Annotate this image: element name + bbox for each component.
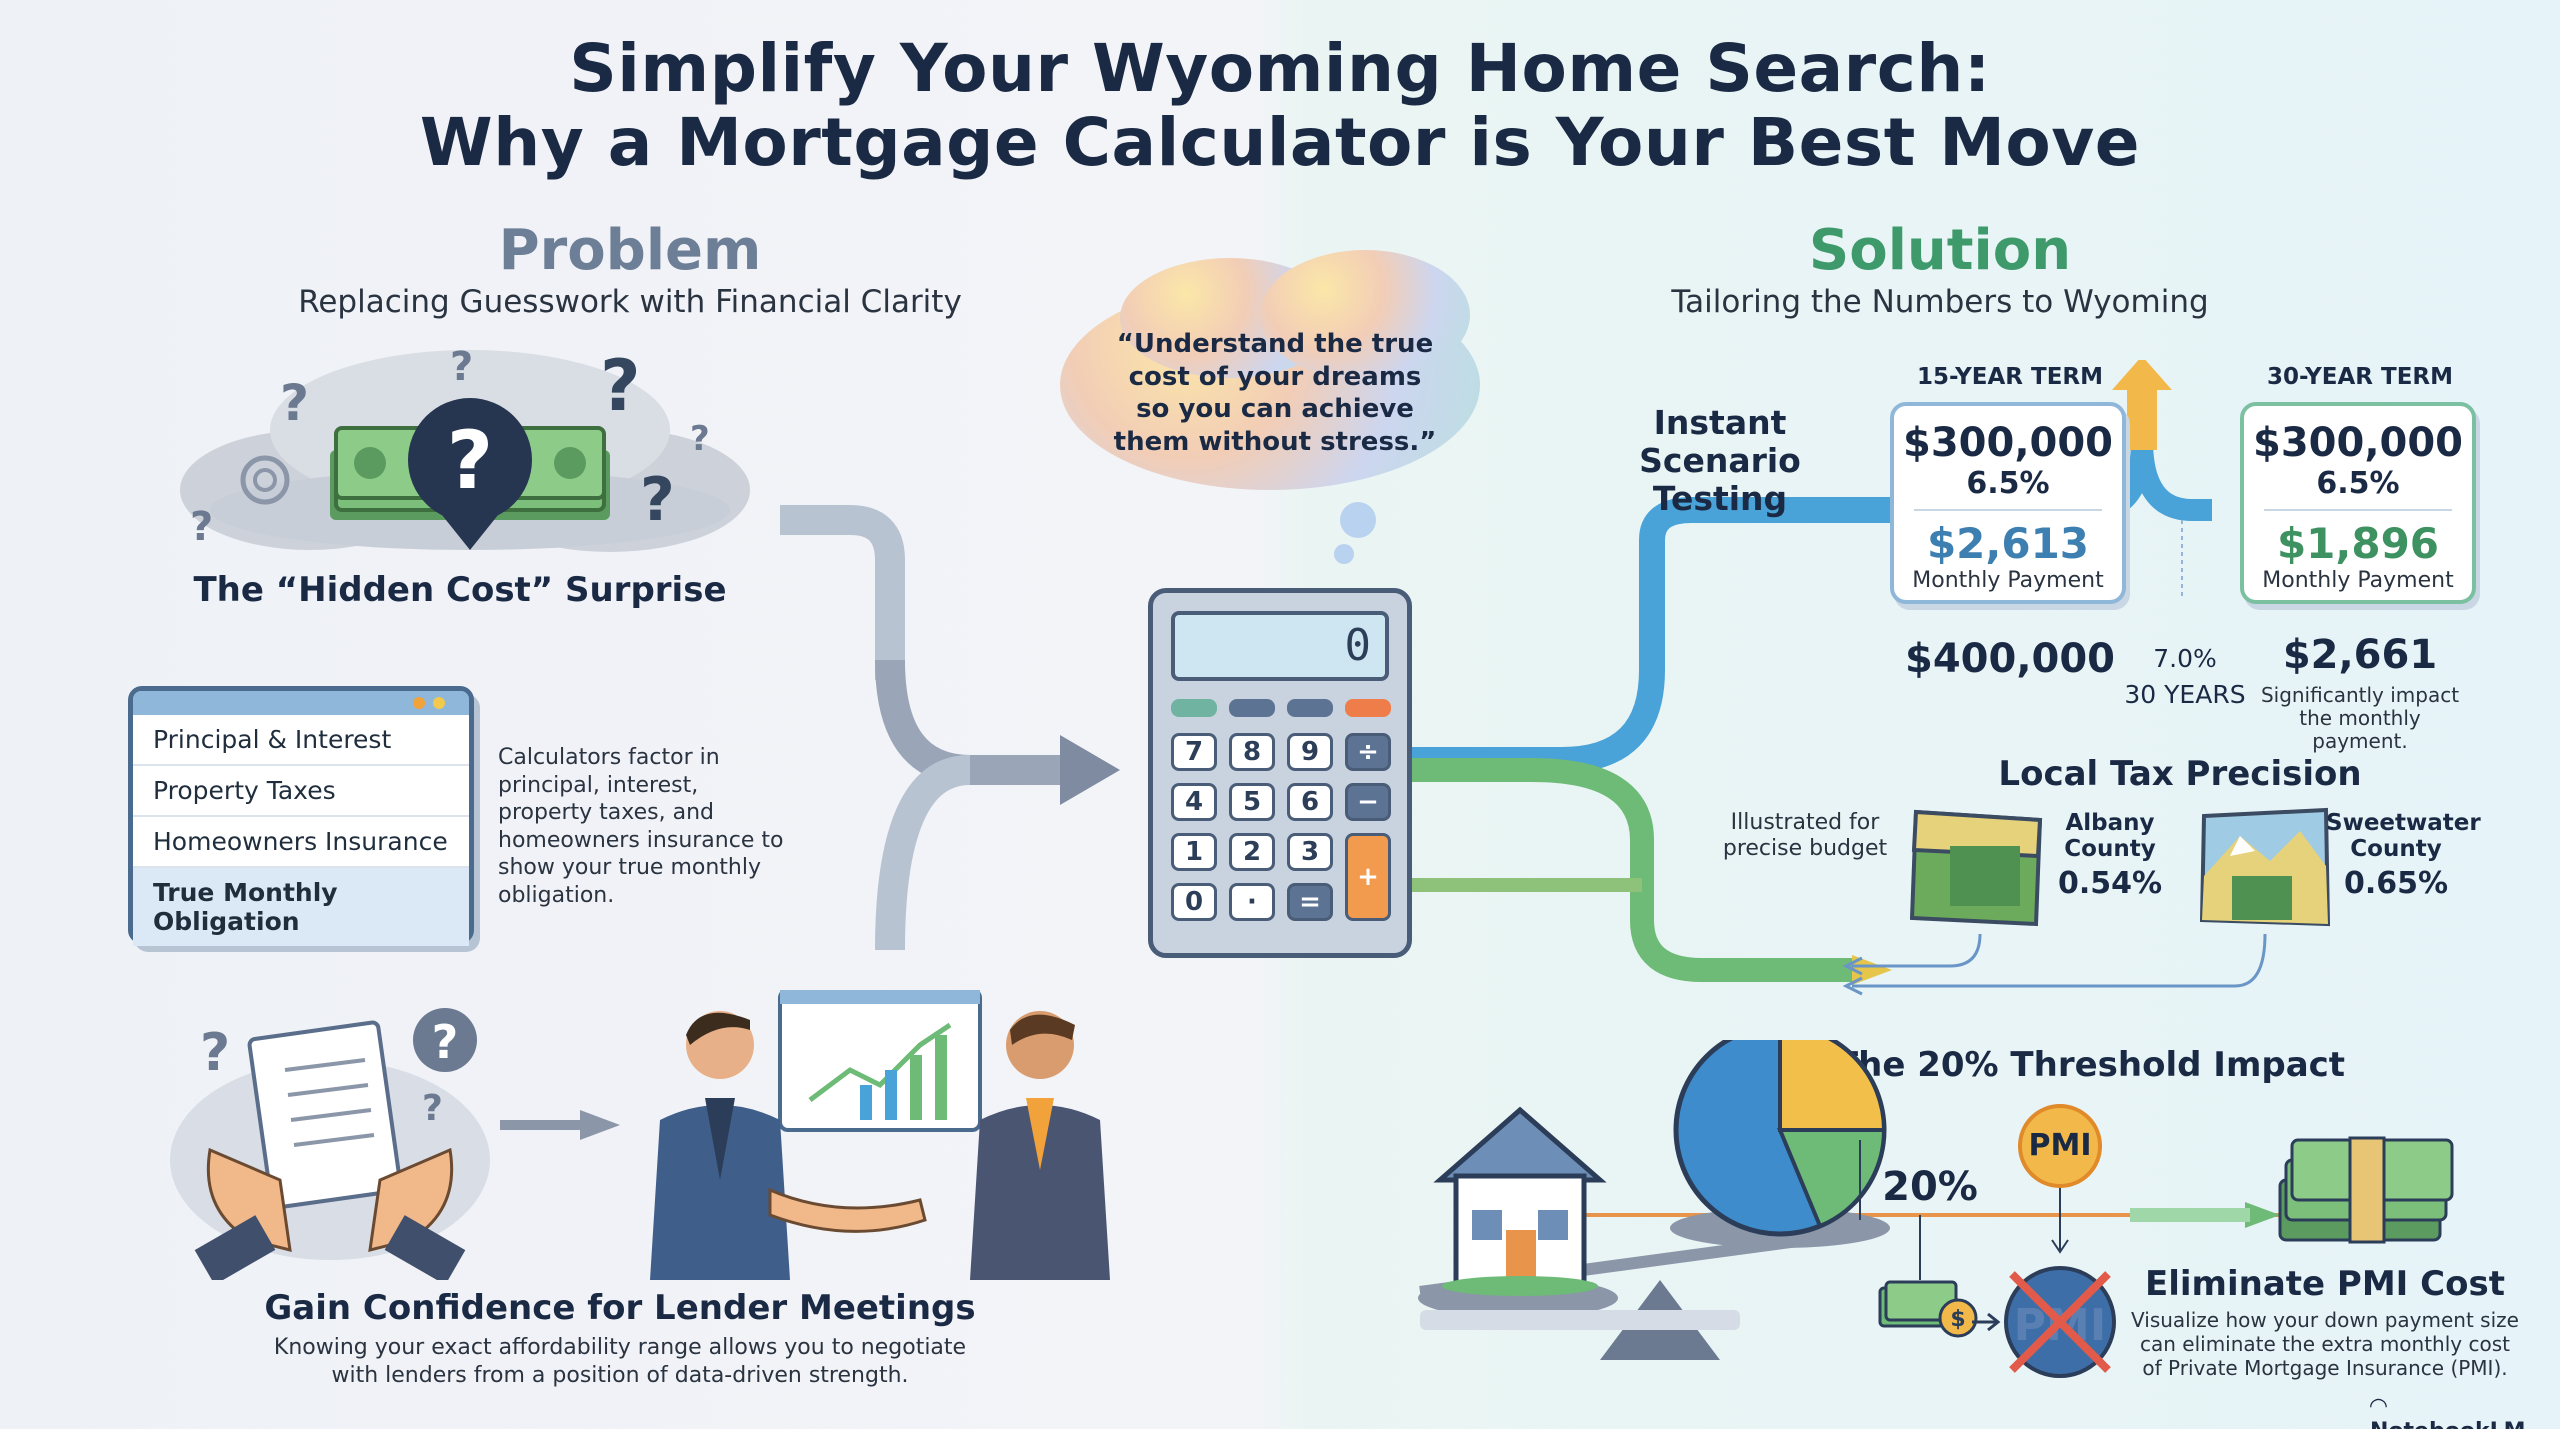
svg-text:?: ? <box>190 504 213 550</box>
term30-rate: 6.5% <box>2316 466 2400 501</box>
brand-name: NotebookLM <box>2370 1419 2525 1429</box>
sweetwater-name: Sweetwater County <box>2326 810 2481 863</box>
calculator-key: · <box>1229 883 1275 921</box>
threshold-title: The 20% Threshold Impact <box>1834 1045 2346 1085</box>
calculator-key: 9 <box>1287 733 1333 771</box>
svg-text:?: ? <box>432 1015 459 1069</box>
lender-meeting-illustration: ? ? ? <box>160 988 1140 1285</box>
svg-text:?: ? <box>690 419 710 459</box>
hidden-cost-label: The “Hidden Cost” Surprise <box>193 570 727 610</box>
hidden-cost-illustration: ? ? ? ? ? ? ? <box>160 340 780 560</box>
alt-amount: $400,000 <box>1904 636 2116 682</box>
term30-card: $300,000 6.5% $1,896 Monthly Payment <box>2240 402 2476 604</box>
tax-return-arrows <box>1840 930 2280 1000</box>
calculator-key-minus: − <box>1345 783 1391 821</box>
calculator-key-divide: ÷ <box>1345 733 1391 771</box>
window-titlebar <box>133 691 469 715</box>
brand-badge: ◠ NotebookLM <box>2370 1394 2550 1429</box>
calculator-key-function <box>1345 699 1391 717</box>
albany-rate: 0.54% <box>2057 866 2163 901</box>
svg-text:?: ? <box>280 374 309 432</box>
flow-arrow-left <box>770 500 1130 1000</box>
albany-map-icon <box>1909 806 2046 930</box>
calculator-key: 2 <box>1229 833 1275 871</box>
term30-payment-label: Monthly Payment <box>2262 568 2454 593</box>
quote-text: “Understand the true cost of your dreams… <box>1113 329 1437 457</box>
quote-cloud-puff <box>1260 250 1470 380</box>
sweetwater-rate: 0.65% <box>2343 866 2449 901</box>
tax-note: Illustrated for precise budget <box>1722 810 1888 862</box>
pmi-title: Eliminate PMI Cost <box>2145 1264 2505 1304</box>
calculator-key: 1 <box>1171 833 1217 871</box>
card-divider <box>1914 509 2102 511</box>
confidence-text: Knowing your exact affordability range a… <box>273 1335 967 1388</box>
threshold-percent: 20% <box>1882 1164 1978 1210</box>
calculator-key-function <box>1171 699 1217 717</box>
alt-years: 30 YEARS <box>2124 680 2246 709</box>
checklist-item: Property Taxes <box>133 766 469 817</box>
term30-label: 30-YEAR TERM <box>2266 364 2454 390</box>
calculator-key: 7 <box>1171 733 1217 771</box>
pmi-badge: PMI <box>2018 1104 2102 1188</box>
checklist-item: Homeowners Insurance <box>133 817 469 868</box>
svg-text:?: ? <box>450 344 473 390</box>
notebook-logo-icon: ◠ <box>2370 1394 2387 1419</box>
alt-note: Significantly impact the monthly payment… <box>2260 683 2460 753</box>
solution-heading: Solution <box>1808 218 2072 283</box>
term15-label: 15-YEAR TERM <box>1916 364 2104 390</box>
window-dot-icon <box>433 697 445 709</box>
calculator-key: 3 <box>1287 833 1333 871</box>
solution-subheading: Tailoring the Numbers to Wyoming <box>1671 284 2209 320</box>
calculator-key-function <box>1229 699 1275 717</box>
svg-text:?: ? <box>422 1088 443 1129</box>
calculator-key: 4 <box>1171 783 1217 821</box>
confidence-title: Gain Confidence for Lender Meetings <box>264 1288 976 1328</box>
card-divider <box>2264 509 2452 511</box>
albany-name: Albany County <box>2064 810 2156 863</box>
calculator: 0 7 8 9 ÷ 4 5 6 − 1 2 3 + 0 · = <box>1148 588 1412 958</box>
title-line-2: Why a Mortgage Calculator is Your Best M… <box>419 104 2141 181</box>
problem-subheading: Replacing Guesswork with Financial Clari… <box>298 284 962 320</box>
calculator-key: 0 <box>1171 883 1217 921</box>
term15-card: $300,000 6.5% $2,613 Monthly Payment <box>1890 402 2126 604</box>
svg-text:$: $ <box>1950 1307 1965 1332</box>
pmi-text: Visualize how your down payment size can… <box>2131 1308 2519 1380</box>
calculator-key: 5 <box>1229 783 1275 821</box>
tax-title: Local Tax Precision <box>1998 754 2362 794</box>
checklist-item: Principal & Interest <box>133 715 469 766</box>
term15-payment: $2,613 <box>1926 519 2090 568</box>
cost-checklist-window: Principal & Interest Property Taxes Home… <box>128 686 474 946</box>
svg-text:?: ? <box>600 345 641 427</box>
calculator-display: 0 <box>1171 611 1389 681</box>
alt-rate: 7.0% <box>2153 644 2217 673</box>
calculator-key-equals: = <box>1287 883 1333 921</box>
problem-heading: Problem <box>498 218 762 283</box>
thought-dot-icon <box>1340 502 1376 538</box>
term15-amount: $300,000 <box>1902 420 2114 466</box>
calculator-key-function <box>1287 699 1333 717</box>
calculator-key-plus: + <box>1345 833 1391 921</box>
flow-pipes-right <box>1412 356 2272 1020</box>
term15-payment-label: Monthly Payment <box>1912 568 2104 593</box>
window-dot-icon <box>413 697 425 709</box>
svg-text:?: ? <box>200 1023 230 1083</box>
svg-text:?: ? <box>447 414 493 507</box>
alt-payment: $2,661 <box>2282 632 2438 678</box>
threshold-illustration: $ PMI <box>1400 1023 2500 1380</box>
calculator-key: 8 <box>1229 733 1275 771</box>
sweetwater-map-icon <box>2199 806 2331 930</box>
title-line-1: Simplify Your Wyoming Home Search: <box>569 30 1991 107</box>
term30-amount: $300,000 <box>2252 420 2464 466</box>
term30-payment: $1,896 <box>2276 519 2440 568</box>
term15-rate: 6.5% <box>1966 466 2050 501</box>
calculator-note: Calculators factor in principal, interes… <box>498 745 784 908</box>
scenario-label: Instant Scenario Testing <box>1639 403 1801 518</box>
checklist-item-total: True Monthly Obligation <box>133 868 469 946</box>
svg-text:?: ? <box>640 465 675 535</box>
thought-dot-icon <box>1334 544 1354 564</box>
calculator-key: 6 <box>1287 783 1333 821</box>
